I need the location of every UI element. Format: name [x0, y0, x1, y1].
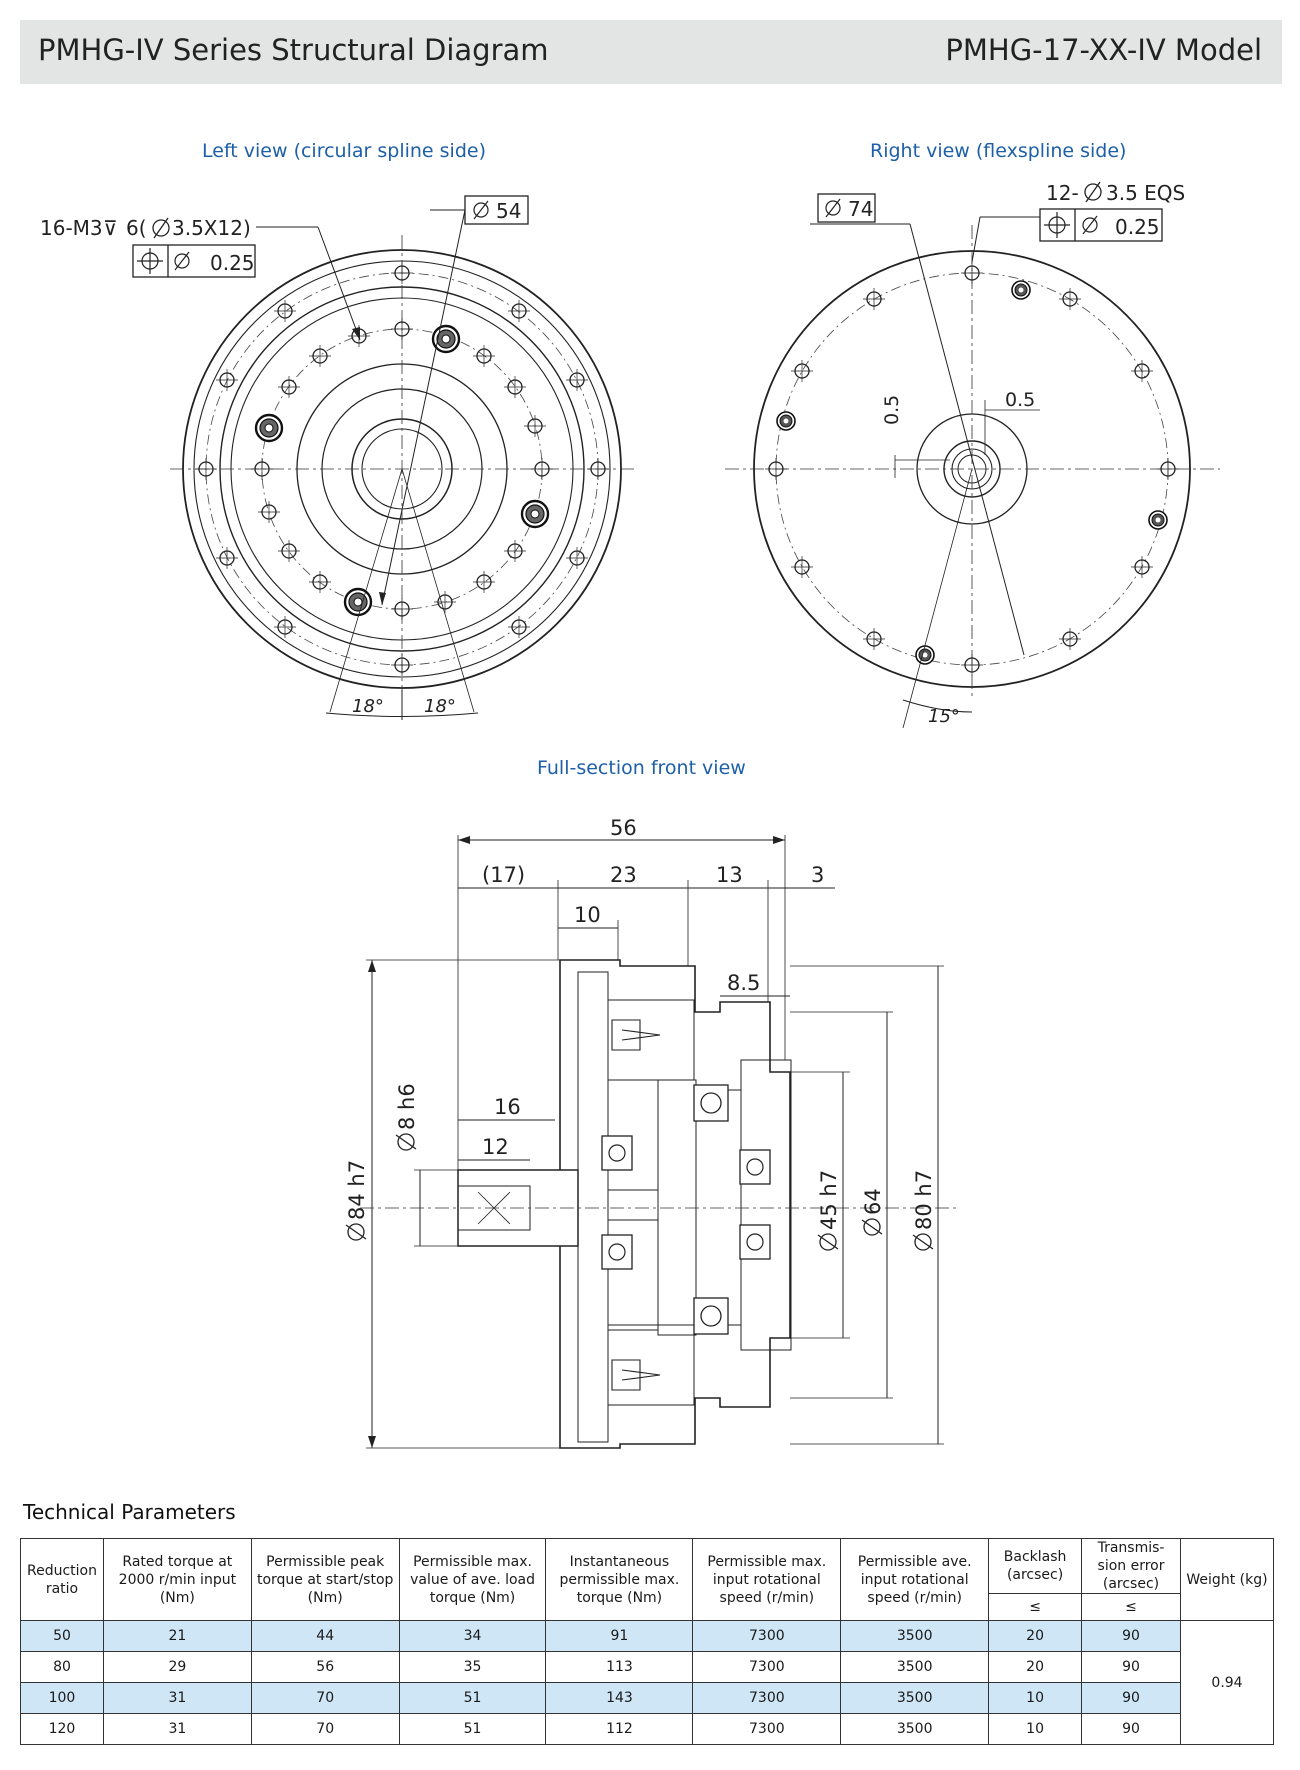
col-ave-input-speed: Permissible ave. input rotational speed … [840, 1538, 990, 1621]
backlash-le: ≤ [988, 1593, 1083, 1621]
cell: 35 [398, 1651, 547, 1683]
cell: 3500 [840, 1620, 990, 1652]
depth-symbol: ⊽ [103, 216, 118, 240]
angle-15: 15° [928, 706, 960, 727]
cell: 120 [20, 1713, 104, 1745]
cell: 70 [250, 1682, 400, 1714]
cell: 143 [545, 1682, 694, 1714]
angle-18-right: 18° [424, 696, 456, 717]
left-view: 16-M3 ⊽ 6( 3.5X12) 0.25 54 18° 18° [40, 195, 636, 720]
dim-23: 23 [610, 863, 637, 887]
dim-13: 13 [716, 863, 743, 887]
diameter-54: 54 [496, 199, 521, 223]
series-title: PMHG-IV Series Structural Diagram [38, 33, 549, 67]
cell: 20 [988, 1651, 1083, 1683]
diameter-symbol [152, 219, 170, 237]
front-view: 56 (17) 23 13 3 10 8.5 16 12 8 h6 84 h7 … [345, 816, 960, 1449]
cell: 21 [102, 1620, 252, 1652]
cell: 7300 [692, 1620, 842, 1652]
cell: 112 [545, 1713, 694, 1745]
left-view-caption: Left view (circular spline side) [202, 140, 486, 162]
dim-10: 10 [574, 903, 601, 927]
cell: 3500 [840, 1651, 990, 1683]
cell: 29 [102, 1651, 252, 1683]
front-view-caption: Full-section front view [537, 757, 746, 779]
right-view-caption: Right view (flexspline side) [870, 140, 1127, 162]
dim-12: 12 [482, 1135, 509, 1159]
col-instant-max-torque: Instantaneous permissible max. torque (N… [545, 1538, 694, 1621]
cell: 10 [988, 1682, 1083, 1714]
cell: 100 [20, 1682, 104, 1714]
cell: 70 [250, 1713, 400, 1745]
cell: 80 [20, 1651, 104, 1683]
cell: 3500 [840, 1713, 990, 1745]
diameter-74-frame [817, 193, 876, 223]
hole-callout-tail: 3.5 EQS [1106, 181, 1185, 205]
cell: 90 [1081, 1682, 1181, 1714]
dia-outer-84: 84 h7 [345, 1160, 369, 1220]
col-peak-torque: Permissible peak torque at start/stop (N… [250, 1538, 400, 1621]
cell: 3500 [840, 1682, 990, 1714]
cell: 34 [398, 1620, 547, 1652]
col-reduction-ratio: Reduction ratio [20, 1538, 104, 1621]
table-row: 50 21 44 34 91 7300 3500 20 90 0.94 [20, 1620, 1275, 1745]
table-row: 120 31 70 51 112 7300 3500 10 90 [20, 1713, 1274, 1745]
model-title: PMHG-17-XX-IV Model [945, 33, 1262, 67]
col-weight: Weight (kg) [1179, 1538, 1275, 1621]
cell: 51 [398, 1713, 547, 1745]
cell: 7300 [692, 1651, 842, 1683]
table-row: 100 31 70 51 143 7300 3500 10 90 [20, 1682, 1274, 1714]
thread-spec: 6( [126, 216, 147, 240]
dim-17: (17) [482, 863, 525, 887]
col-max-input-speed: Permissible max. input rotational speed … [692, 1538, 842, 1621]
dim-8-5: 8.5 [727, 971, 760, 995]
thread-callout: 16-M3 [40, 216, 103, 240]
technical-parameters-table: Reduction ratio Rated torque at 2000 r/m… [20, 1538, 1275, 1745]
cell: 56 [250, 1651, 400, 1683]
cell: 7300 [692, 1682, 842, 1714]
dia-64: 64 [861, 1188, 885, 1215]
thread-spec-tail: 3.5X12) [172, 216, 251, 240]
weight-cell: 0.94 [1179, 1620, 1275, 1745]
transmission-le: ≤ [1081, 1593, 1181, 1621]
dia-80: 80 h7 [912, 1170, 936, 1230]
hole-callout-prefix: 12- [1046, 181, 1079, 205]
cell: 31 [102, 1713, 252, 1745]
cell: 20 [988, 1620, 1083, 1652]
col-backlash: Backlash (arcsec) [988, 1538, 1083, 1594]
col-rated-torque: Rated torque at 2000 r/min input (Nm) [102, 1538, 252, 1621]
offset-vertical: 0.5 [881, 395, 903, 425]
page-header: PMHG-IV Series Structural Diagram PMHG-1… [20, 20, 1282, 84]
dia-shaft-8: 8 h6 [395, 1083, 419, 1130]
cell: 91 [545, 1620, 694, 1652]
cell: 113 [545, 1651, 694, 1683]
offset-horizontal: 0.5 [1005, 389, 1035, 411]
dia-45: 45 h7 [817, 1170, 841, 1230]
technical-parameters-title: Technical Parameters [23, 1500, 236, 1524]
col-transmission-error: Transmis-sion error (arcsec) [1081, 1538, 1181, 1594]
right-position-tolerance: 0.25 [1115, 215, 1160, 239]
cell: 31 [102, 1682, 252, 1714]
cell: 90 [1081, 1713, 1181, 1745]
structural-drawing: 16-M3 ⊽ 6( 3.5X12) 0.25 54 18° 18° [40, 181, 1220, 1449]
cell: 7300 [692, 1713, 842, 1745]
diameter-frame [464, 195, 529, 225]
cell: 50 [20, 1620, 104, 1652]
right-view: 12- 3.5 EQS 0.25 74 0.5 0.5 15° [725, 181, 1220, 729]
angle-18-left: 18° [352, 696, 384, 717]
position-tolerance-value: 0.25 [210, 251, 255, 275]
cell: 10 [988, 1713, 1083, 1745]
dim-3: 3 [811, 863, 824, 887]
cell: 51 [398, 1682, 547, 1714]
cell: 90 [1081, 1620, 1181, 1652]
dim-16: 16 [494, 1095, 521, 1119]
cell: 90 [1081, 1651, 1181, 1683]
diameter-74: 74 [848, 197, 873, 221]
cell: 44 [250, 1620, 400, 1652]
col-ave-load-torque: Permissible max. value of ave. load torq… [398, 1538, 547, 1621]
table-row: 80 29 56 35 113 7300 3500 20 90 [20, 1651, 1274, 1683]
dim-overall-56: 56 [610, 816, 637, 840]
